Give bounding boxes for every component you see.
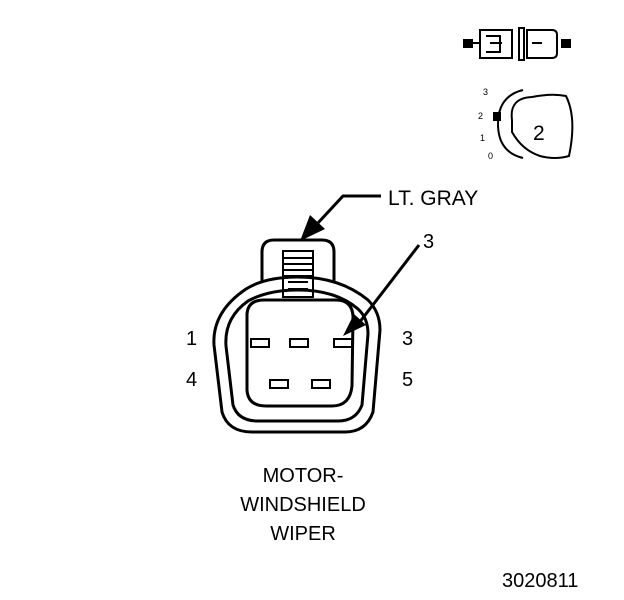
- terminal-pin-1: [250, 338, 270, 348]
- terminal-pin-3: [333, 338, 353, 348]
- figure-id: 3020811: [502, 570, 578, 592]
- connector-face: [212, 238, 382, 434]
- connector-color-label: LT. GRAY: [388, 187, 478, 210]
- pin-label-4: 4: [186, 369, 197, 391]
- color-callout: LT. GRAY: [300, 187, 478, 241]
- connector-name: MOTOR- WINDSHIELD WIPER: [240, 465, 366, 545]
- color-callout-arrowhead: [300, 215, 325, 241]
- connector-outer-shell: [212, 275, 382, 434]
- pin-labels: 1 3 4 5: [186, 328, 413, 391]
- connector-name-line-3: WIPER: [270, 523, 336, 545]
- key-position-number: 2: [533, 122, 545, 145]
- connector-name-line-2: WINDSHIELD: [240, 494, 366, 516]
- pin-label-5: 5: [402, 369, 413, 391]
- connector-cavity-face: [245, 298, 355, 408]
- pin-label-1: 1: [186, 328, 197, 350]
- pin-label-3: 3: [402, 328, 413, 350]
- key-scale-0: 0: [488, 151, 493, 161]
- key-scale-3: 3: [483, 87, 488, 97]
- terminal-pins: [250, 338, 353, 389]
- key-scale-2: 2: [478, 111, 483, 121]
- terminal-pin-5: [311, 379, 331, 389]
- key-scale-1: 1: [480, 133, 485, 143]
- connector-inner-shell: [224, 288, 370, 423]
- terminal-pin-4: [269, 379, 289, 389]
- connector-name-line-1: MOTOR-: [263, 465, 344, 487]
- locking-tab-housing: [260, 238, 336, 282]
- terminal-pin-2: [289, 338, 309, 348]
- ignition-key-icon: 3 2 1 0 2: [478, 87, 574, 161]
- pin-callout-number: 3: [423, 231, 434, 253]
- pin-callout-arrowhead: [343, 314, 366, 336]
- inline-connector-icon: [463, 27, 571, 61]
- pin-callout: 3: [343, 231, 434, 336]
